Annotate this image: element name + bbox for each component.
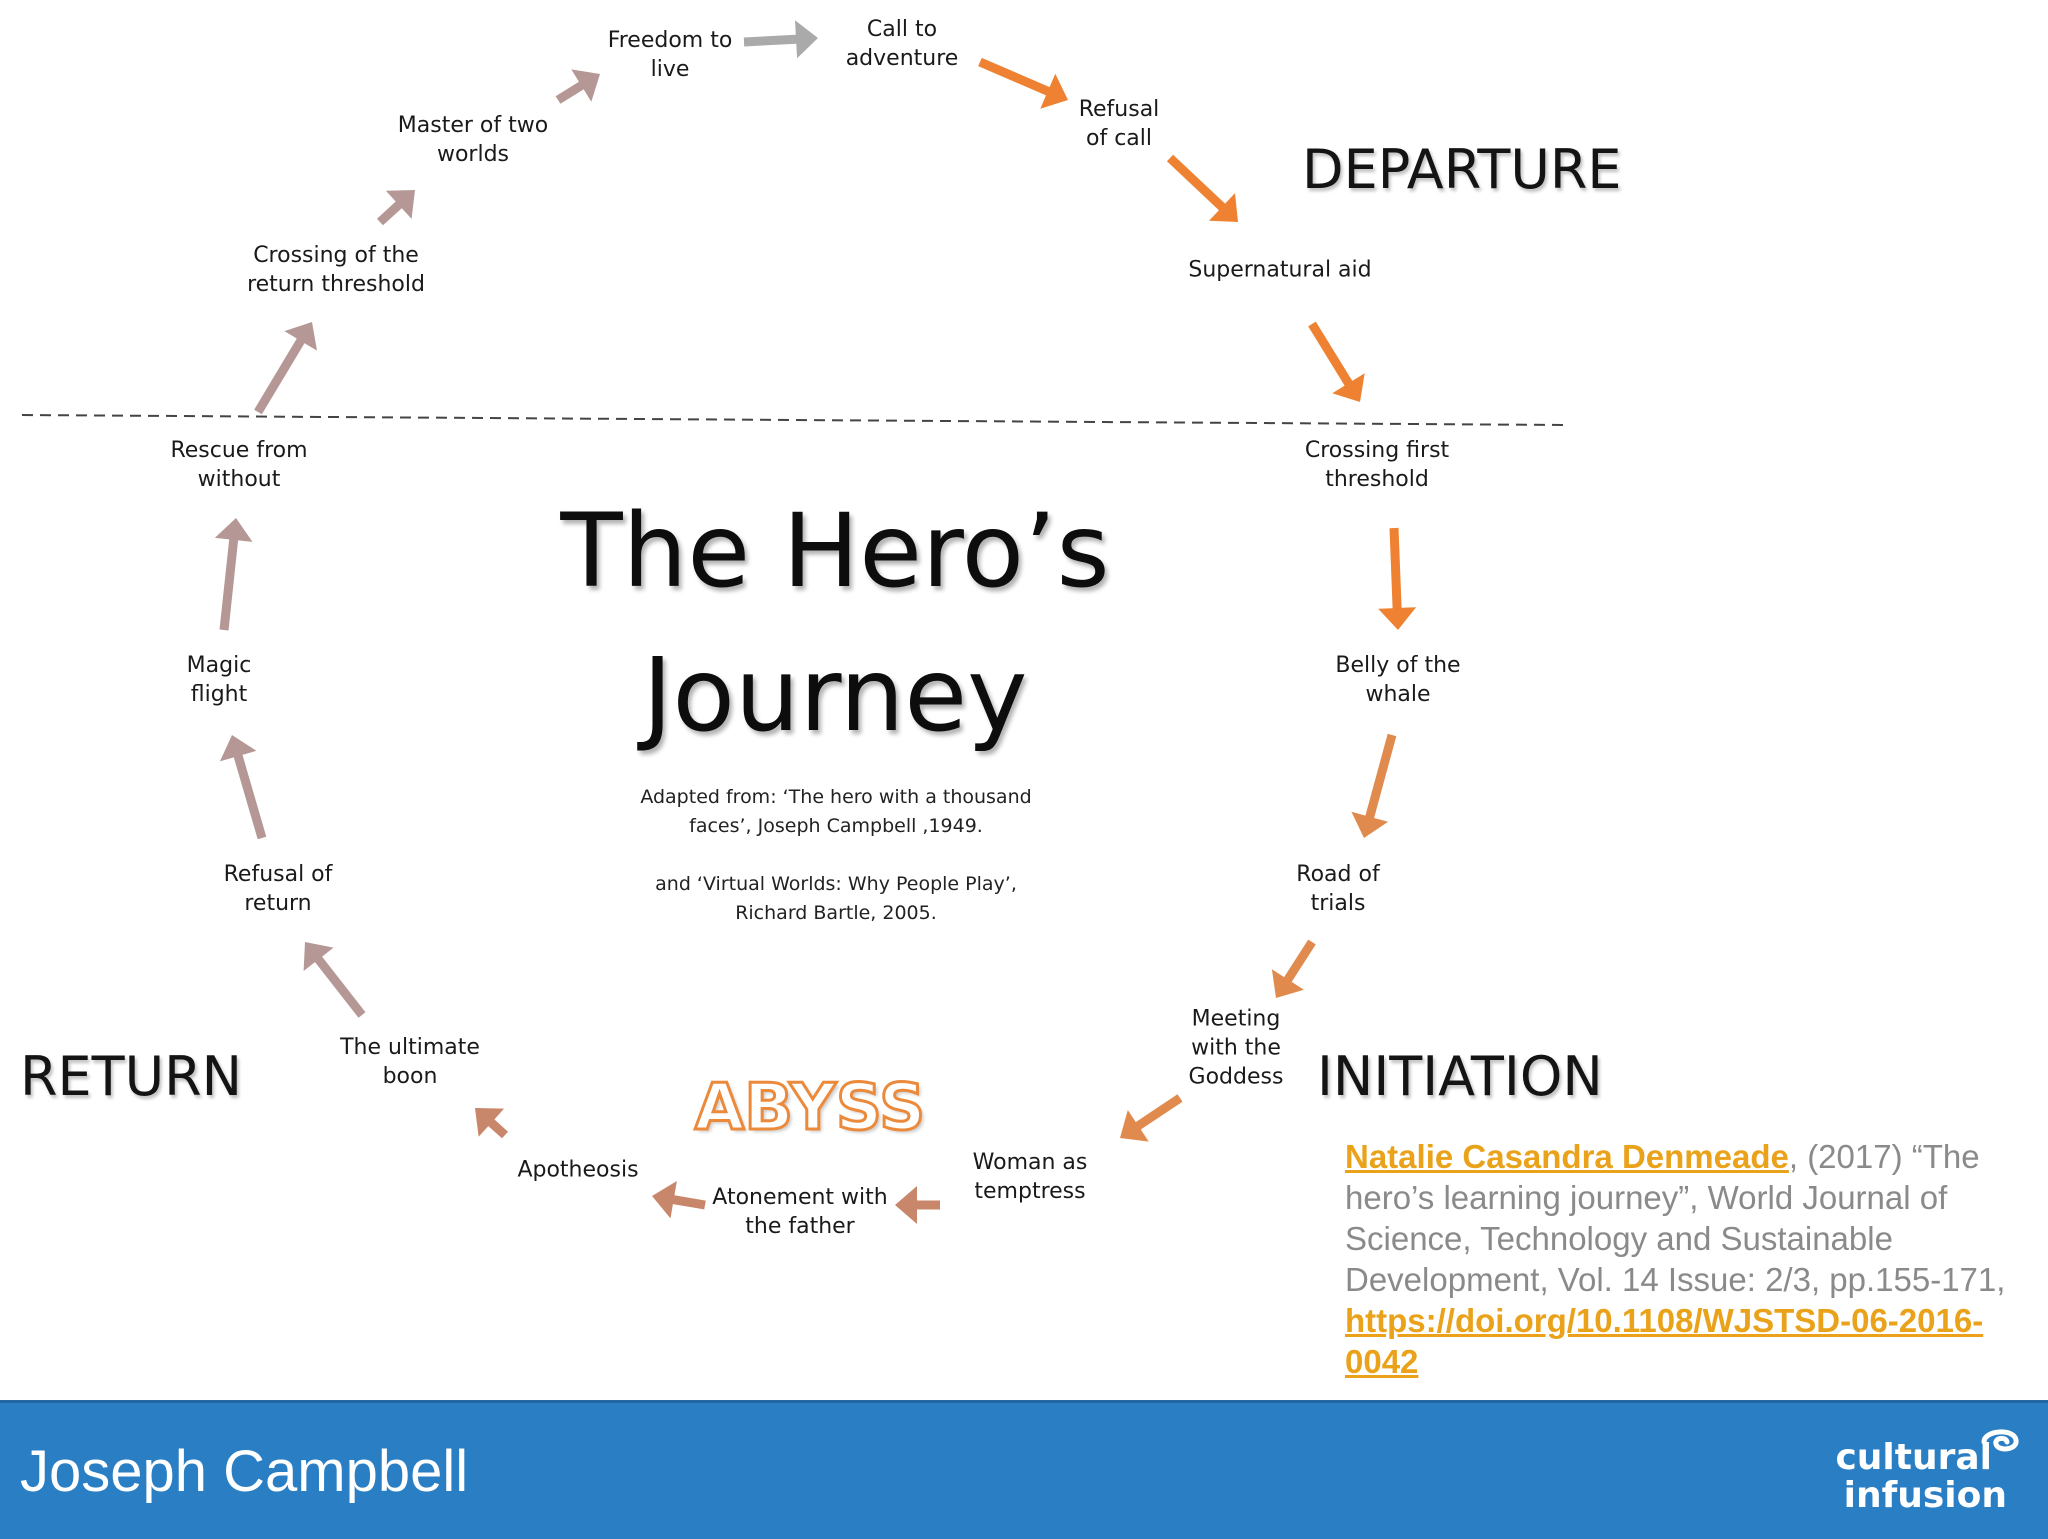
arrow-apotheosis-to-boon (475, 1108, 508, 1139)
stage-road-of-trials: Road of trials (1296, 862, 1380, 916)
stage-belly-of-the-whale: Belly of the whale (1335, 653, 1461, 707)
stage-master-of-two-worlds: Master of two worlds (397, 113, 549, 167)
arrow-temptress-to-atonement (895, 1186, 940, 1224)
adapted-from-note: Adapted from: ‘The hero with a thousand … (640, 786, 1032, 837)
stage-meeting-with-the-goddess: Meeting with the Goddess (1188, 1006, 1284, 1090)
threshold-divider (21, 414, 1566, 426)
stage-atonement-with-the-father: Atonement with the father (712, 1185, 888, 1239)
adapted-and-note: and ‘Virtual Worlds: Why People Play’, R… (655, 873, 1017, 924)
stage-rescue-from-without: Rescue from without (170, 438, 308, 492)
stage-call-to-adventure: Call to adventure (845, 17, 959, 71)
stage-magic-flight: Magic flight (186, 653, 252, 707)
arrow-refusal-to-supernatural (1166, 154, 1238, 222)
arrow-supernatural-to-threshold (1308, 321, 1365, 402)
arrow-refusal-return-to-magic (219, 735, 267, 840)
diagram-title: The Hero’s Journey (560, 492, 1110, 755)
arrow-goddess-to-temptress (1120, 1094, 1183, 1142)
arrow-rescue-to-return-threshold (254, 322, 317, 415)
arrow-freedom-to-call (743, 20, 818, 59)
citation-author-link[interactable]: Natalie Casandra Denmeade (1345, 1138, 1789, 1175)
citation-text: , (2017) “The hero’s learning journey”, … (1345, 1138, 2006, 1298)
footer-bar (0, 1400, 2048, 1539)
logo-text-infusion: infusion (1843, 1475, 2007, 1516)
arrow-road-to-goddess (1271, 939, 1316, 998)
arrow-atonement-to-apotheosis (652, 1181, 706, 1219)
arrow-threshold-to-belly (1378, 527, 1417, 630)
stage-woman-as-temptress: Woman as temptress (972, 1150, 1088, 1204)
stage-apotheosis: Apotheosis (517, 1157, 639, 1183)
footer-title: Joseph Campbell (20, 1439, 469, 1504)
arrow-boon-to-refusal-return (303, 942, 366, 1018)
stage-refusal-of-call: Refusal of call (1078, 97, 1160, 151)
swirl-icon (1981, 1429, 2019, 1452)
arrow-master-to-freedom (555, 69, 600, 104)
stage-freedom-to-live: Freedom to live (607, 28, 733, 82)
arrow-return-threshold-to-master (377, 190, 415, 226)
logo-text-cultural: cultural (1835, 1437, 1992, 1478)
stage-supernatural-aid: Supernatural aid (1188, 257, 1372, 283)
phase-initiation: INITIATION (1317, 1045, 1603, 1108)
stage-the-ultimate-boon: The ultimate boon (340, 1035, 480, 1089)
stage-crossing-return-threshold: Crossing of the return threshold (247, 243, 425, 297)
phase-return: RETURN (20, 1045, 243, 1108)
stage-refusal-of-return: Refusal of return (223, 862, 333, 916)
stage-crossing-first-threshold: Crossing first threshold (1304, 438, 1450, 492)
citation-doi-link[interactable]: https://doi.org/10.1108/WJSTSD-06-2016-0… (1345, 1302, 1984, 1380)
phase-abyss: ABYSS (693, 1070, 926, 1147)
arrow-call-to-refusal (978, 57, 1068, 109)
phase-departure: DEPARTURE (1302, 138, 1622, 201)
arrow-belly-to-road (1351, 733, 1397, 838)
arrow-magic-to-rescue (214, 518, 253, 631)
citation: Natalie Casandra Denmeade, (2017) “The h… (1345, 1136, 2025, 1382)
cultural-infusion-logo: cultural infusion (1820, 1429, 2020, 1518)
